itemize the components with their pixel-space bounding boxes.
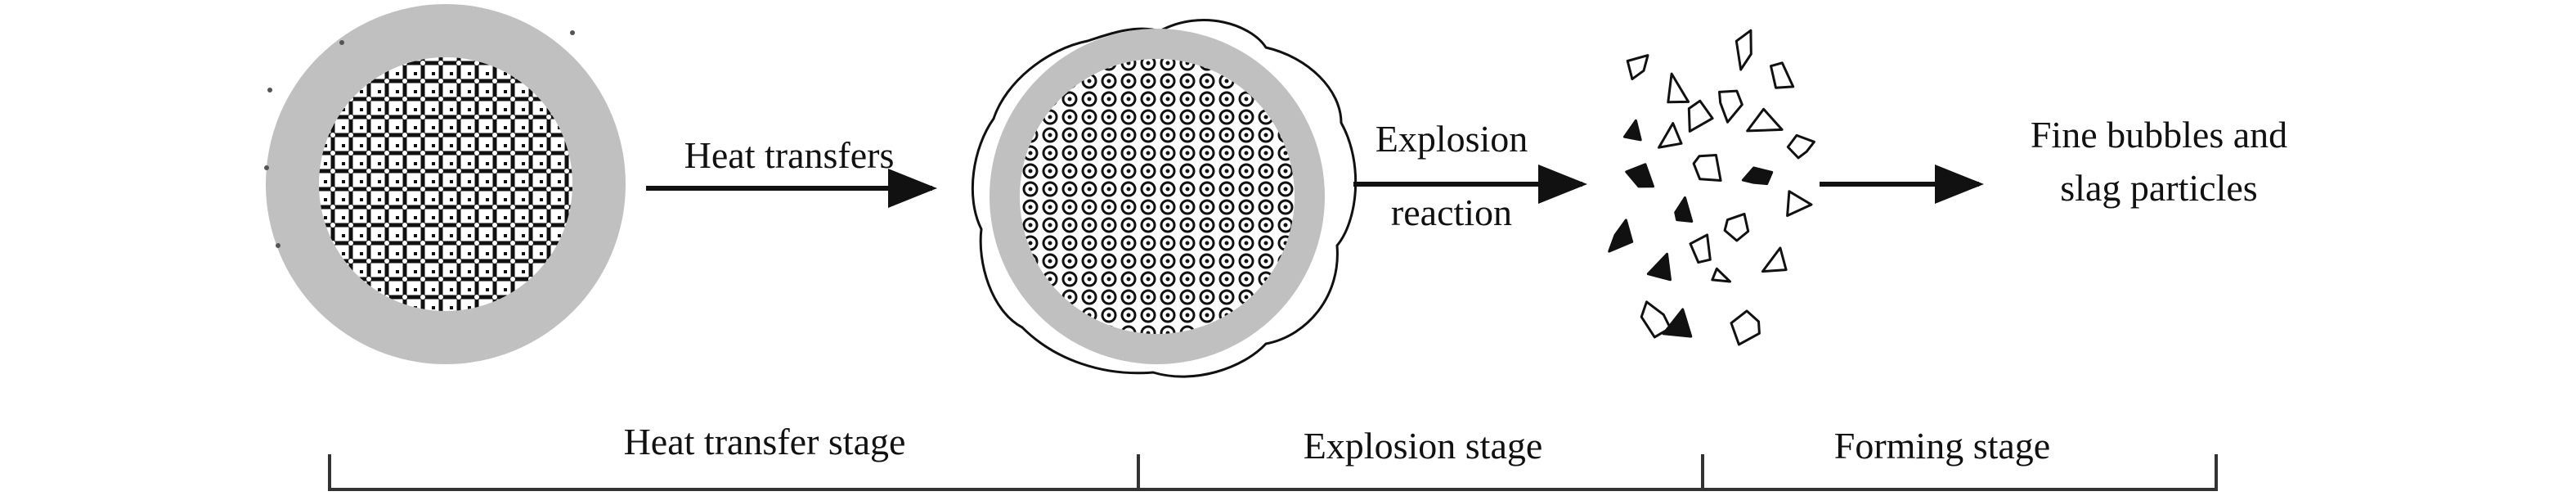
slag-fragments: [1608, 29, 1815, 346]
vapor-envelope: [971, 19, 1358, 378]
slag-fragment: [1646, 252, 1672, 282]
result-label-line1: Fine bubbles and: [2031, 114, 2287, 156]
slag-fragment: [1730, 309, 1761, 346]
slag-fragment: [1667, 72, 1690, 104]
slag-fragment: [1626, 54, 1649, 81]
slag-fragment: [1662, 308, 1693, 338]
result-label-line2: slag particles: [2060, 167, 2257, 209]
heated-particle: [971, 19, 1358, 378]
slag-fragment: [1689, 233, 1712, 264]
slag-fragment: [1692, 154, 1722, 182]
slag-fragment: [1735, 29, 1752, 71]
slag-fragment: [1741, 166, 1774, 186]
heat-transfers-label: Heat transfers: [684, 134, 895, 176]
initial-particle: [264, 4, 626, 364]
slag-fragment: [1746, 107, 1784, 133]
slag-fragment: [1640, 300, 1672, 339]
slag-fragment: [1658, 122, 1683, 149]
particle-core: [1020, 59, 1295, 334]
slag-fragment: [1711, 267, 1731, 283]
slag-fragment: [1608, 219, 1634, 253]
slag-fragment: [1761, 246, 1788, 273]
stage-label-heat-transfer: Heat transfer stage: [624, 421, 906, 462]
slag-fragment: [1718, 89, 1744, 124]
slag-fragment: [1674, 196, 1694, 223]
explosion-label-line2: reaction: [1391, 192, 1512, 233]
stage-bracket: [328, 454, 2218, 491]
slag-fragment: [1622, 119, 1642, 142]
slag-fragment: [1786, 133, 1815, 160]
slag-fragment: [1723, 212, 1750, 242]
explosion-label-line1: Explosion: [1376, 118, 1528, 160]
stage-label-forming: Forming stage: [1834, 425, 2050, 467]
slag-fragment: [1625, 163, 1654, 188]
slag-fragment: [1687, 99, 1714, 133]
stage-label-explosion: Explosion stage: [1304, 425, 1543, 467]
slag-fragment: [1770, 61, 1795, 89]
slag-fragment: [1786, 190, 1813, 217]
particle-core: [319, 57, 572, 311]
